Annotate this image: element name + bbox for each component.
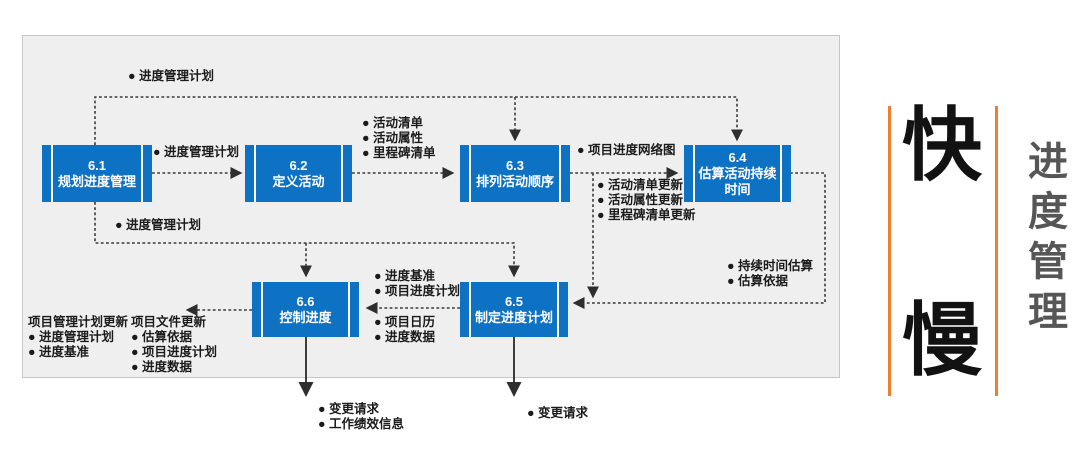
label-duration-outputs: ● 持续时间估算● 估算依据 xyxy=(727,259,813,289)
label-network-diagram: ● 项目进度网络图 xyxy=(577,143,676,158)
accent-line-left xyxy=(888,106,891,396)
label-line: ● 估算依据 xyxy=(727,274,789,288)
label-line: ● 进度管理计划 xyxy=(28,330,115,344)
label-pm-plan-updates-header: 项目管理计划更新 xyxy=(28,315,129,329)
label-schedule-outputs: ● 变更请求 xyxy=(527,406,588,421)
label-plan-to-62: ● 进度管理计划 xyxy=(153,145,239,160)
label-line: ● 估算依据 xyxy=(131,330,193,344)
vertical-title-schedule-management: 进度管理 xyxy=(1022,140,1066,340)
process-number: 6.6 xyxy=(296,293,315,309)
label-line: ● 活动清单更新 xyxy=(597,178,684,192)
label-line: ● 进度数据 xyxy=(374,330,436,344)
process-name: 估算活动持续时间 xyxy=(698,165,777,197)
fast-character: 快 xyxy=(902,101,982,190)
label-to-66-upper: ● 进度基准● 项目进度计划 xyxy=(374,269,460,299)
label-line: ● 进度基准 xyxy=(28,345,90,359)
slow-character: 慢 xyxy=(902,296,982,385)
label-line: ● 活动清单 xyxy=(362,116,424,130)
process-number: 6.3 xyxy=(505,157,525,173)
label-line: ● 里程碑清单 xyxy=(362,146,436,160)
label-activity-outputs: ● 活动清单● 活动属性● 里程碑清单 xyxy=(362,116,436,161)
label-pm-plan-updates-items: ● 进度管理计划● 进度基准 xyxy=(28,330,114,360)
label-line: ● 进度数据 xyxy=(131,360,193,374)
label-control-outputs: ● 变更请求● 工作绩效信息 xyxy=(318,402,404,432)
process-name: 定义活动 xyxy=(272,173,325,189)
label-doc-updates-items: ● 估算依据● 项目进度计划● 进度数据 xyxy=(131,330,217,375)
label-line: ● 变更请求 xyxy=(527,406,589,420)
label-doc-updates-header: 项目文件更新 xyxy=(131,315,207,329)
process-name: 制定进度计划 xyxy=(474,309,553,325)
process-name: 排列活动顺序 xyxy=(475,173,554,189)
label-line: ● 项目进度网络图 xyxy=(577,143,676,157)
process-name: 控制进度 xyxy=(279,309,332,325)
label-doc-updates: 项目文件更新 xyxy=(131,315,206,330)
process-number: 6.4 xyxy=(728,149,747,165)
process-box-define-activities[interactable]: 6.2 定义活动 xyxy=(245,145,352,202)
label-line: ● 进度管理计划 xyxy=(115,218,202,232)
process-number: 6.1 xyxy=(87,157,107,173)
label-top-schedule-plan: ● 进度管理计划 xyxy=(128,69,214,84)
accent-line-right xyxy=(995,106,998,396)
label-to-66-lower: ● 项目日历● 进度数据 xyxy=(374,315,435,345)
label-plan-lower: ● 进度管理计划 xyxy=(115,218,201,233)
process-box-estimate-durations[interactable]: 6.4 估算活动持续时间 xyxy=(684,145,791,202)
process-box-plan-schedule-mgmt[interactable]: 6.1 规划进度管理 xyxy=(42,145,152,202)
label-sequence-updates: ● 活动清单更新● 活动属性更新● 里程碑清单更新 xyxy=(597,178,696,223)
label-line: ● 活动属性 xyxy=(362,131,424,145)
label-line: ● 项目日历 xyxy=(374,315,436,329)
label-pm-plan-updates: 项目管理计划更新 xyxy=(28,315,128,330)
process-box-control-schedule[interactable]: 6.6 控制进度 xyxy=(252,282,359,337)
process-name: 规划进度管理 xyxy=(57,173,136,189)
label-line: ● 变更请求 xyxy=(318,402,380,416)
label-line: ● 进度管理计划 xyxy=(153,145,240,159)
label-line: ● 进度基准 xyxy=(374,269,436,283)
process-box-develop-schedule[interactable]: 6.5 制定进度计划 xyxy=(460,282,568,337)
label-line: ● 活动属性更新 xyxy=(597,193,684,207)
label-line: ● 项目进度计划 xyxy=(374,284,461,298)
process-number: 6.5 xyxy=(504,293,524,309)
label-line: ● 项目进度计划 xyxy=(131,345,218,359)
label-line: ● 工作绩效信息 xyxy=(318,417,405,431)
process-number: 6.2 xyxy=(289,157,308,173)
process-box-sequence-activities[interactable]: 6.3 排列活动顺序 xyxy=(460,145,570,202)
label-line: ● 持续时间估算 xyxy=(727,259,814,273)
label-line: ● 进度管理计划 xyxy=(128,69,215,83)
label-line: ● 里程碑清单更新 xyxy=(597,208,696,222)
